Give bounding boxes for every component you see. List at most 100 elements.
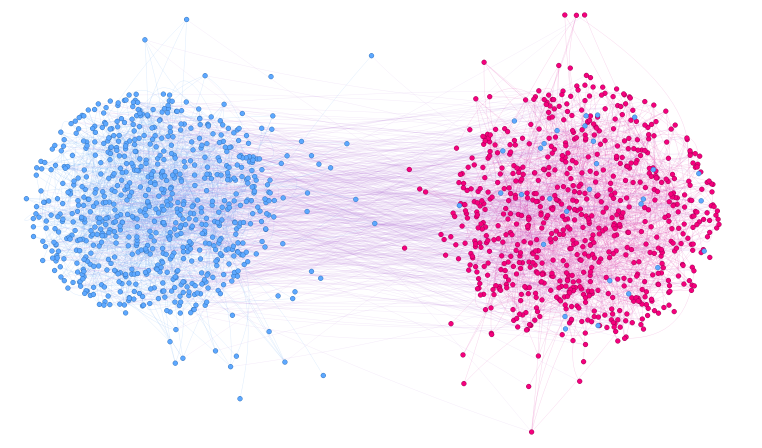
edge — [77, 200, 149, 205]
edge — [510, 213, 669, 281]
node — [534, 254, 540, 261]
edge — [79, 232, 157, 287]
node — [474, 286, 481, 292]
edge — [541, 138, 649, 264]
edge — [127, 249, 158, 275]
edge — [246, 116, 553, 180]
edge — [628, 96, 670, 286]
node — [202, 175, 208, 181]
node — [230, 243, 237, 249]
node — [513, 247, 519, 254]
node — [583, 135, 589, 142]
node — [81, 256, 87, 263]
edge — [483, 62, 529, 220]
node — [148, 286, 154, 292]
node — [673, 245, 680, 251]
edge — [79, 212, 178, 264]
edge — [509, 144, 527, 331]
edge — [486, 235, 693, 271]
edge — [124, 184, 713, 306]
node — [621, 335, 628, 342]
node — [486, 153, 493, 159]
node — [564, 262, 570, 268]
node — [108, 260, 114, 267]
edge — [191, 124, 645, 244]
node — [546, 164, 552, 171]
node — [122, 271, 129, 277]
edge — [42, 133, 77, 261]
node — [491, 237, 497, 243]
node — [627, 277, 633, 284]
edge — [201, 155, 312, 273]
edge — [85, 148, 581, 210]
node — [119, 170, 125, 176]
edge — [151, 176, 613, 298]
node — [134, 216, 140, 222]
edge — [497, 143, 530, 183]
node — [507, 190, 514, 197]
edge — [79, 239, 180, 306]
node — [156, 117, 163, 123]
node — [684, 135, 690, 141]
node — [203, 188, 210, 194]
edge — [566, 182, 634, 273]
edge — [76, 169, 545, 264]
node — [204, 164, 211, 170]
edge — [144, 39, 477, 217]
node — [700, 216, 707, 223]
node — [610, 93, 616, 100]
edge — [576, 15, 688, 140]
node — [664, 139, 670, 145]
edge — [146, 124, 185, 252]
node — [681, 204, 688, 210]
edge — [170, 188, 678, 207]
node — [642, 98, 648, 105]
edge — [132, 106, 596, 128]
node — [126, 280, 132, 286]
edge — [458, 116, 553, 183]
node — [663, 108, 669, 114]
node — [235, 240, 241, 246]
node — [130, 103, 136, 110]
node — [124, 183, 130, 189]
node — [155, 161, 161, 167]
node — [671, 308, 677, 315]
edge — [475, 180, 521, 267]
edge — [138, 109, 236, 223]
node — [234, 162, 240, 168]
node — [113, 240, 119, 246]
node — [666, 218, 672, 224]
edge — [82, 151, 136, 279]
node — [654, 188, 661, 195]
node — [675, 273, 682, 279]
node — [607, 180, 614, 186]
edge — [161, 126, 195, 166]
node — [506, 185, 512, 191]
edge — [127, 139, 511, 189]
node — [108, 144, 115, 150]
edge — [44, 162, 241, 224]
node — [203, 215, 210, 221]
node — [610, 294, 616, 301]
node — [88, 228, 94, 234]
edge — [253, 152, 568, 187]
node — [368, 53, 375, 59]
edge — [592, 234, 647, 252]
node — [606, 254, 613, 261]
node — [681, 221, 687, 227]
edge — [644, 179, 667, 282]
node — [621, 138, 628, 144]
node — [259, 125, 265, 131]
node — [613, 86, 620, 92]
edge — [487, 191, 560, 300]
node — [589, 236, 595, 242]
edge — [564, 14, 618, 280]
edge — [111, 115, 273, 129]
node — [147, 300, 153, 307]
node — [83, 174, 90, 180]
node — [152, 181, 158, 188]
edge — [81, 217, 643, 320]
node — [512, 195, 519, 201]
node — [180, 249, 187, 255]
edge — [147, 216, 244, 246]
